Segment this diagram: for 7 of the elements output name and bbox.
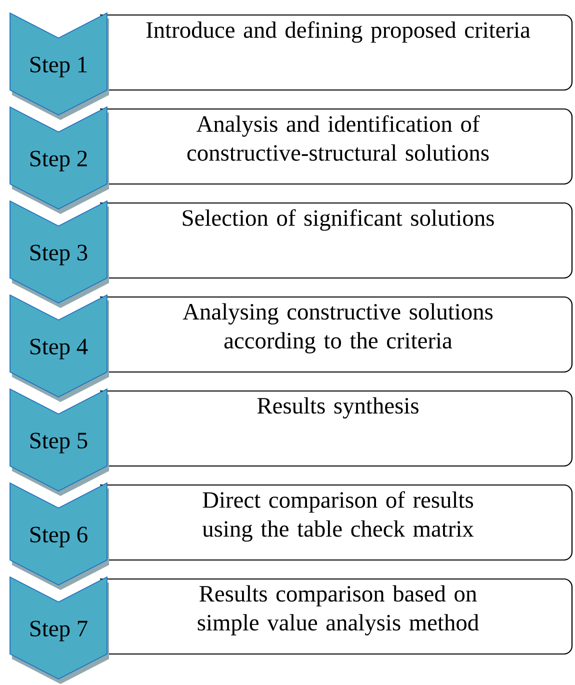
step-box: Analysis and identification of constructive-structural solutions — [100, 108, 573, 185]
step-box: Results synthesis — [100, 390, 573, 467]
step-box: Introduce and defining proposed criteria — [100, 14, 573, 91]
step-box: Results comparison based on simple value analysis method — [100, 578, 573, 655]
step-box: Direct comparison of results using the table check matrix — [100, 484, 573, 561]
step-box: Selection of significant solutions — [100, 202, 573, 279]
step-box: Analysing constructive solutions according to the criteria — [100, 296, 573, 373]
